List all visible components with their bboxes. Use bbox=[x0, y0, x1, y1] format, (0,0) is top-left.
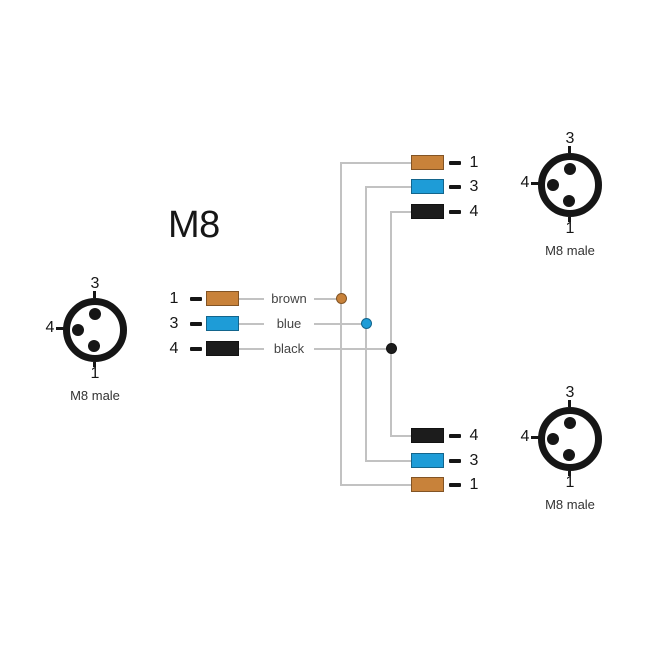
black-wire-line bbox=[239, 348, 392, 350]
branch-wire-pin-label: 1 bbox=[469, 476, 479, 493]
branch-wire-pin-label: 3 bbox=[469, 178, 479, 195]
wire-dash bbox=[190, 347, 202, 351]
source-wire-pin-label: 1 bbox=[169, 290, 179, 307]
pin-4-tick bbox=[531, 182, 539, 185]
blue-wire-line bbox=[365, 460, 411, 462]
diagram-title: M8 bbox=[168, 204, 220, 246]
pin-3-tick bbox=[568, 400, 571, 407]
pin-label-3: 3 bbox=[90, 275, 100, 292]
brown-wire-line bbox=[340, 162, 411, 164]
black-wire-line bbox=[390, 211, 411, 213]
pin-4-dot bbox=[547, 433, 559, 445]
black-wire-line bbox=[390, 435, 411, 437]
wire-color-box-brown bbox=[411, 477, 444, 492]
wire-color-name-black: black bbox=[264, 341, 314, 357]
wire-dash bbox=[449, 483, 461, 487]
m8-connector-branch-bottom: 3 4 1 M8 male bbox=[515, 384, 625, 517]
pin-4-dot bbox=[547, 179, 559, 191]
wire-color-box-blue bbox=[411, 179, 444, 194]
pin-label-4: 4 bbox=[520, 174, 530, 191]
connector-caption: M8 male bbox=[545, 497, 595, 512]
wire-color-name-brown: brown bbox=[264, 291, 314, 307]
branch-wire-pin-label: 4 bbox=[469, 427, 479, 444]
wire-dash bbox=[190, 322, 202, 326]
pin-3-dot bbox=[564, 417, 576, 429]
branch-wire-pin-label: 4 bbox=[469, 203, 479, 220]
pin-label-1: 1 bbox=[90, 365, 100, 382]
wire-color-box-blue bbox=[206, 316, 239, 331]
wire-dash bbox=[190, 297, 202, 301]
wire-color-box-brown bbox=[411, 155, 444, 170]
m8-connector-branch-top: 3 4 1 M8 male bbox=[515, 130, 625, 263]
wire-color-box-black bbox=[206, 341, 239, 356]
connector-caption: M8 male bbox=[545, 243, 595, 258]
wire-dash bbox=[449, 161, 461, 165]
pin-label-1: 1 bbox=[565, 474, 575, 491]
branch-wire-pin-label: 1 bbox=[469, 154, 479, 171]
junction-dot-brown bbox=[336, 293, 347, 304]
wire-dash bbox=[449, 434, 461, 438]
pin-label-4: 4 bbox=[520, 428, 530, 445]
blue-wire-line bbox=[365, 186, 411, 188]
pin-3-dot bbox=[564, 163, 576, 175]
pin-3-tick bbox=[93, 291, 96, 298]
brown-wire-line bbox=[340, 484, 411, 486]
wire-color-box-black bbox=[411, 204, 444, 219]
pin-label-3: 3 bbox=[565, 384, 575, 401]
pin-1-dot bbox=[563, 449, 575, 461]
pin-1-tick bbox=[568, 471, 571, 476]
pin-4-tick bbox=[531, 436, 539, 439]
source-wire-pin-label: 4 bbox=[169, 340, 179, 357]
wire-color-box-black bbox=[411, 428, 444, 443]
pin-label-4: 4 bbox=[45, 319, 55, 336]
junction-dot-black bbox=[386, 343, 397, 354]
wire-color-name-blue: blue bbox=[264, 316, 314, 332]
pin-1-tick bbox=[93, 362, 96, 367]
junction-dot-blue bbox=[361, 318, 372, 329]
pin-1-tick bbox=[568, 217, 571, 222]
pin-4-dot bbox=[72, 324, 84, 336]
connector-caption: M8 male bbox=[70, 388, 120, 403]
pin-label-1: 1 bbox=[565, 220, 575, 237]
pin-1-dot bbox=[563, 195, 575, 207]
pin-label-3: 3 bbox=[565, 130, 575, 147]
branch-wire-pin-label: 3 bbox=[469, 452, 479, 469]
pin-1-dot bbox=[88, 340, 100, 352]
black-bus-line bbox=[390, 211, 392, 437]
pin-3-tick bbox=[568, 146, 571, 153]
source-wire-pin-label: 3 bbox=[169, 315, 179, 332]
m8-connector-source: 3 4 1 M8 male bbox=[40, 275, 150, 408]
pin-3-dot bbox=[89, 308, 101, 320]
wire-dash bbox=[449, 459, 461, 463]
wire-dash bbox=[449, 210, 461, 214]
wire-color-box-brown bbox=[206, 291, 239, 306]
wire-color-box-blue bbox=[411, 453, 444, 468]
pin-4-tick bbox=[56, 327, 64, 330]
wire-dash bbox=[449, 185, 461, 189]
